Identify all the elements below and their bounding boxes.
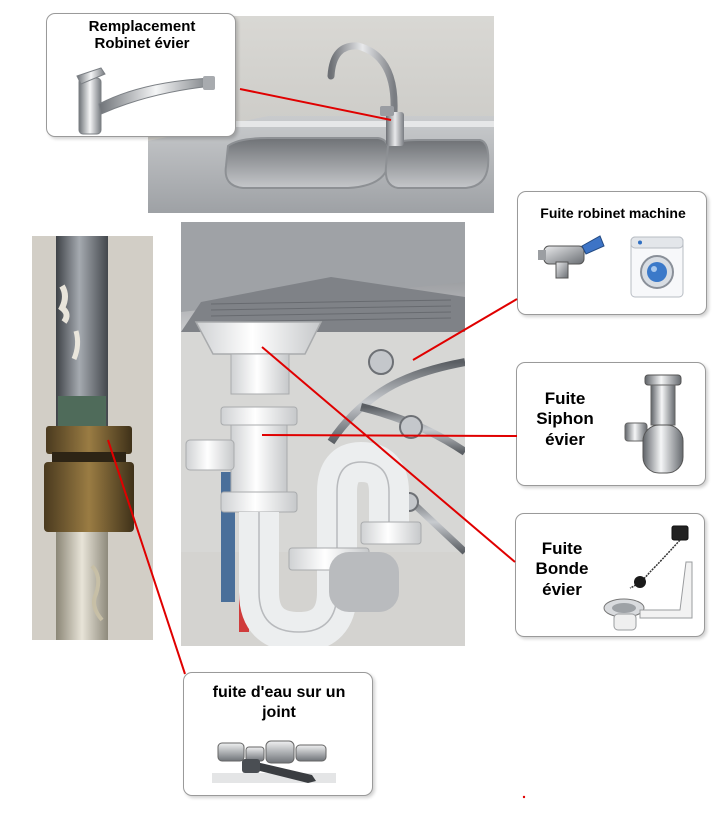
callout-machine-title: Fuite robinet machine xyxy=(540,205,686,221)
wrench-icon xyxy=(212,740,336,783)
callout-drain-leak: Fuite Bonde évier xyxy=(515,513,705,637)
callout-faucet-title: Remplacement Robinet évier xyxy=(47,18,237,53)
callout-machine-valve: Fuite robinet machine xyxy=(517,191,707,315)
callout-bonde-title: Fuite Bonde évier xyxy=(522,539,602,600)
callout-siphon-leak: Fuite Siphon évier xyxy=(516,362,706,486)
pipe-joint-photo xyxy=(32,236,153,640)
callout-siphon-title: Fuite Siphon évier xyxy=(525,389,605,450)
stray-dot xyxy=(522,795,526,799)
callout-siphon-line3: évier xyxy=(545,429,585,449)
callout-joint-title: fuite d'eau sur un joint xyxy=(184,683,374,723)
callout-faucet-line2: Robinet évier xyxy=(94,35,190,53)
sink-drain-icon xyxy=(603,525,693,631)
callout-joint-line1: fuite d'eau sur un xyxy=(212,684,346,701)
valve-icon xyxy=(538,235,605,279)
callout-faucet-line1: Remplacement xyxy=(88,18,196,35)
callout-bonde-line1: Fuite xyxy=(541,539,583,558)
callout-joint-line2: joint xyxy=(262,704,296,721)
callout-bonde-line2: Bonde xyxy=(535,559,589,579)
callout-joint-leak: fuite d'eau sur un joint xyxy=(183,672,373,796)
washing-machine-icon xyxy=(630,236,684,298)
bottle-trap-icon xyxy=(624,374,684,474)
faucet-icon xyxy=(76,67,215,135)
callout-siphon-line1: Fuite xyxy=(544,389,586,408)
callout-bonde-line3: évier xyxy=(542,579,582,599)
callout-siphon-line2: Siphon xyxy=(536,409,594,429)
callout-faucet-replacement: Remplacement Robinet évier xyxy=(46,13,236,137)
under-sink-photo xyxy=(181,222,465,646)
sink-photo xyxy=(148,16,494,213)
